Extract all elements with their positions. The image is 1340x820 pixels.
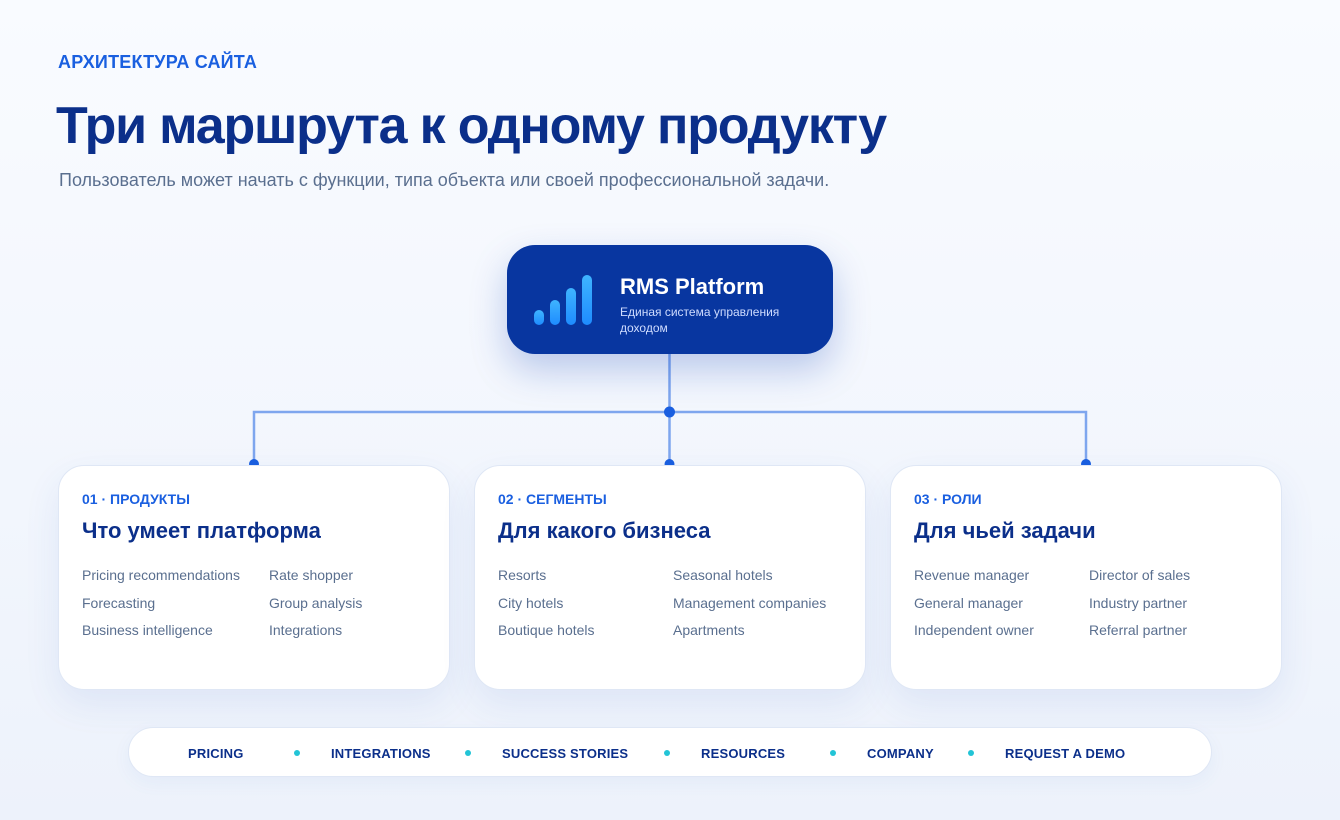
card-title: Для чьей задачи (914, 518, 1096, 543)
card-list-col1: Revenue manager General manager Independ… (914, 566, 1034, 649)
list-item[interactable]: Group analysis (269, 594, 363, 611)
nav-item-resources[interactable]: RESOURCES (701, 746, 786, 761)
list-item[interactable]: Seasonal hotels (673, 567, 773, 583)
list-item[interactable]: Boutique hotels (498, 622, 595, 638)
card-list-col2: Seasonal hotels Management companies Apa… (673, 566, 826, 649)
list-item[interactable]: Referral partner (1089, 622, 1188, 638)
list-item[interactable]: Industry partner (1089, 594, 1188, 611)
hub-card[interactable]: RMS Platform Единая система управления д… (507, 245, 833, 354)
page-title: Три маршрута к одному продукту (56, 97, 887, 155)
card-segments[interactable]: 02 · СЕГМЕНТЫ Для какого бизнеса Resorts… (474, 465, 866, 690)
separator-dot (968, 750, 974, 756)
list-item[interactable]: Integrations (269, 622, 343, 638)
nav-item-pricing[interactable]: PRICING (188, 746, 244, 761)
list-item[interactable]: Director of sales (1089, 567, 1191, 583)
connector-node-center (664, 406, 675, 418)
nav-item-request-demo[interactable]: REQUEST A DEMO (1005, 746, 1126, 761)
card-tag: 03 · РОЛИ (914, 491, 982, 507)
card-list-col1: Pricing recommendations Forecasting Busi… (82, 566, 240, 649)
nav-item-integrations[interactable]: INTEGRATIONS (331, 746, 431, 761)
list-item[interactable]: Independent owner (914, 622, 1034, 638)
bar-chart-icon (534, 275, 592, 325)
separator-dot (830, 750, 836, 756)
card-list-col2: Rate shopper Group analysis Integrations (269, 566, 362, 649)
card-title: Что умеет платформа (82, 518, 321, 543)
card-roles[interactable]: 03 · РОЛИ Для чьей задачи Revenue manage… (890, 465, 1282, 690)
list-item[interactable]: Business intelligence (82, 622, 213, 638)
bottom-nav-bar: PRICING INTEGRATIONS SUCCESS STORIES RES… (128, 727, 1212, 777)
separator-dot (294, 750, 300, 756)
separator-dot (465, 750, 471, 756)
list-item[interactable]: Revenue manager (914, 567, 1030, 583)
list-item[interactable]: Management companies (673, 594, 827, 611)
list-item[interactable]: Apartments (673, 622, 745, 638)
eyebrow-label: АРХИТЕКТУРА САЙТА (58, 52, 258, 72)
card-title: Для какого бизнеса (498, 518, 711, 543)
hub-subtitle: Единая система управления доходом (620, 305, 780, 335)
separator-dot (664, 750, 670, 756)
list-item[interactable]: General manager (914, 594, 1023, 611)
list-item[interactable]: Pricing recommendations (82, 567, 240, 583)
list-item[interactable]: Resorts (498, 567, 547, 583)
page-subtitle: Пользователь может начать с функции, тип… (59, 170, 830, 190)
nav-item-company[interactable]: COMPANY (867, 746, 934, 761)
nav-item-success-stories[interactable]: SUCCESS STORIES (502, 746, 629, 761)
list-item[interactable]: Rate shopper (269, 567, 354, 583)
list-item[interactable]: Forecasting (82, 594, 156, 611)
card-tag: 01 · ПРОДУКТЫ (82, 491, 190, 507)
card-products[interactable]: 01 · ПРОДУКТЫ Что умеет платформа Pricin… (58, 465, 450, 690)
hub-title: RMS Platform (620, 274, 765, 299)
card-list-col1: Resorts City hotels Boutique hotels (498, 566, 595, 649)
card-tag: 02 · СЕГМЕНТЫ (498, 491, 607, 507)
card-list-col2: Director of sales Industry partner Refer… (1089, 566, 1190, 649)
list-item[interactable]: City hotels (498, 594, 564, 611)
